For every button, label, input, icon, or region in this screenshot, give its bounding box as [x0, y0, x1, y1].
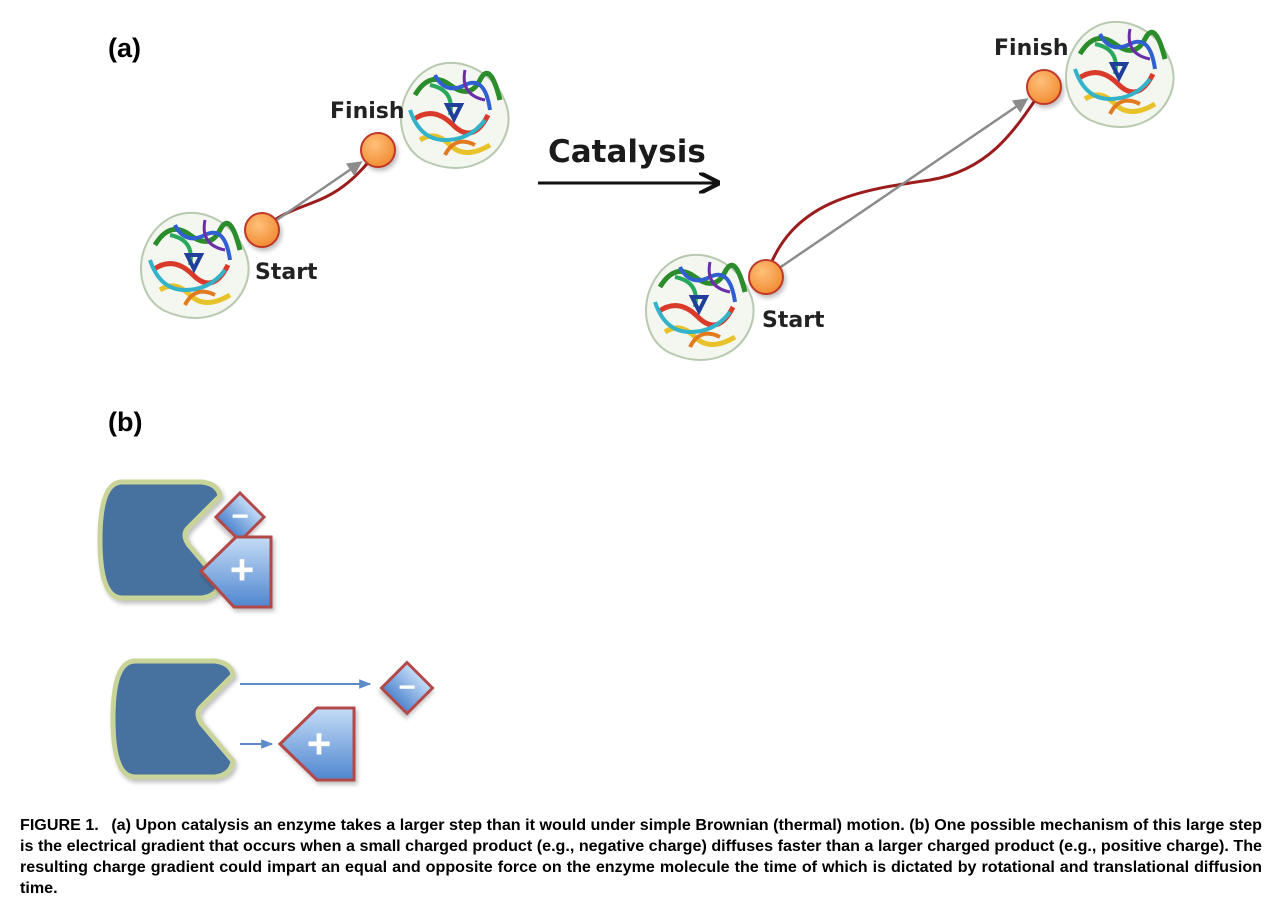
catalysis-label: Catalysis	[548, 134, 706, 170]
figure-caption-text: (a) Upon catalysis an enzyme takes a lar…	[20, 816, 1262, 897]
figure-caption-tag: FIGURE 1.	[20, 816, 99, 834]
finish-label: Finish	[994, 36, 1069, 61]
enzyme-protein-structure-finish	[1066, 22, 1173, 127]
start-label: Start	[255, 260, 318, 285]
positive-product: +	[277, 706, 356, 782]
negative-product: −	[213, 490, 267, 544]
start-label: Start	[762, 308, 825, 333]
figure-caption: FIGURE 1. (a) Upon catalysis an enzyme t…	[20, 815, 1262, 899]
enzyme-protein-structure-start	[646, 255, 753, 360]
enzyme-protein-structure-finish	[401, 63, 508, 168]
finish-particle	[1026, 69, 1062, 105]
trajectory-path	[764, 86, 1046, 278]
positive-symbol: +	[307, 720, 332, 767]
enzyme-protein-structure-start	[141, 213, 248, 318]
enzyme-body	[100, 482, 220, 598]
panel-a-before: Finish Start	[141, 63, 508, 318]
enzyme-body	[113, 661, 233, 777]
displacement-arrow	[261, 161, 363, 232]
panel-a-after: Finish Start	[646, 22, 1173, 360]
separated-state: − +	[113, 660, 435, 782]
finish-particle	[360, 132, 396, 168]
panel-a-label: (a)	[108, 33, 141, 63]
negative-product: −	[379, 660, 435, 716]
start-particle	[748, 259, 784, 295]
positive-product: +	[198, 535, 273, 609]
negative-symbol: −	[231, 500, 249, 533]
bound-state: − +	[100, 482, 273, 609]
panel-b-label: (b)	[108, 407, 142, 437]
finish-label: Finish	[330, 99, 405, 124]
negative-symbol: −	[398, 671, 416, 704]
start-particle	[244, 212, 280, 248]
catalysis-arrow: Catalysis	[538, 134, 718, 183]
positive-symbol: +	[230, 546, 255, 593]
displacement-arrow	[765, 98, 1029, 279]
